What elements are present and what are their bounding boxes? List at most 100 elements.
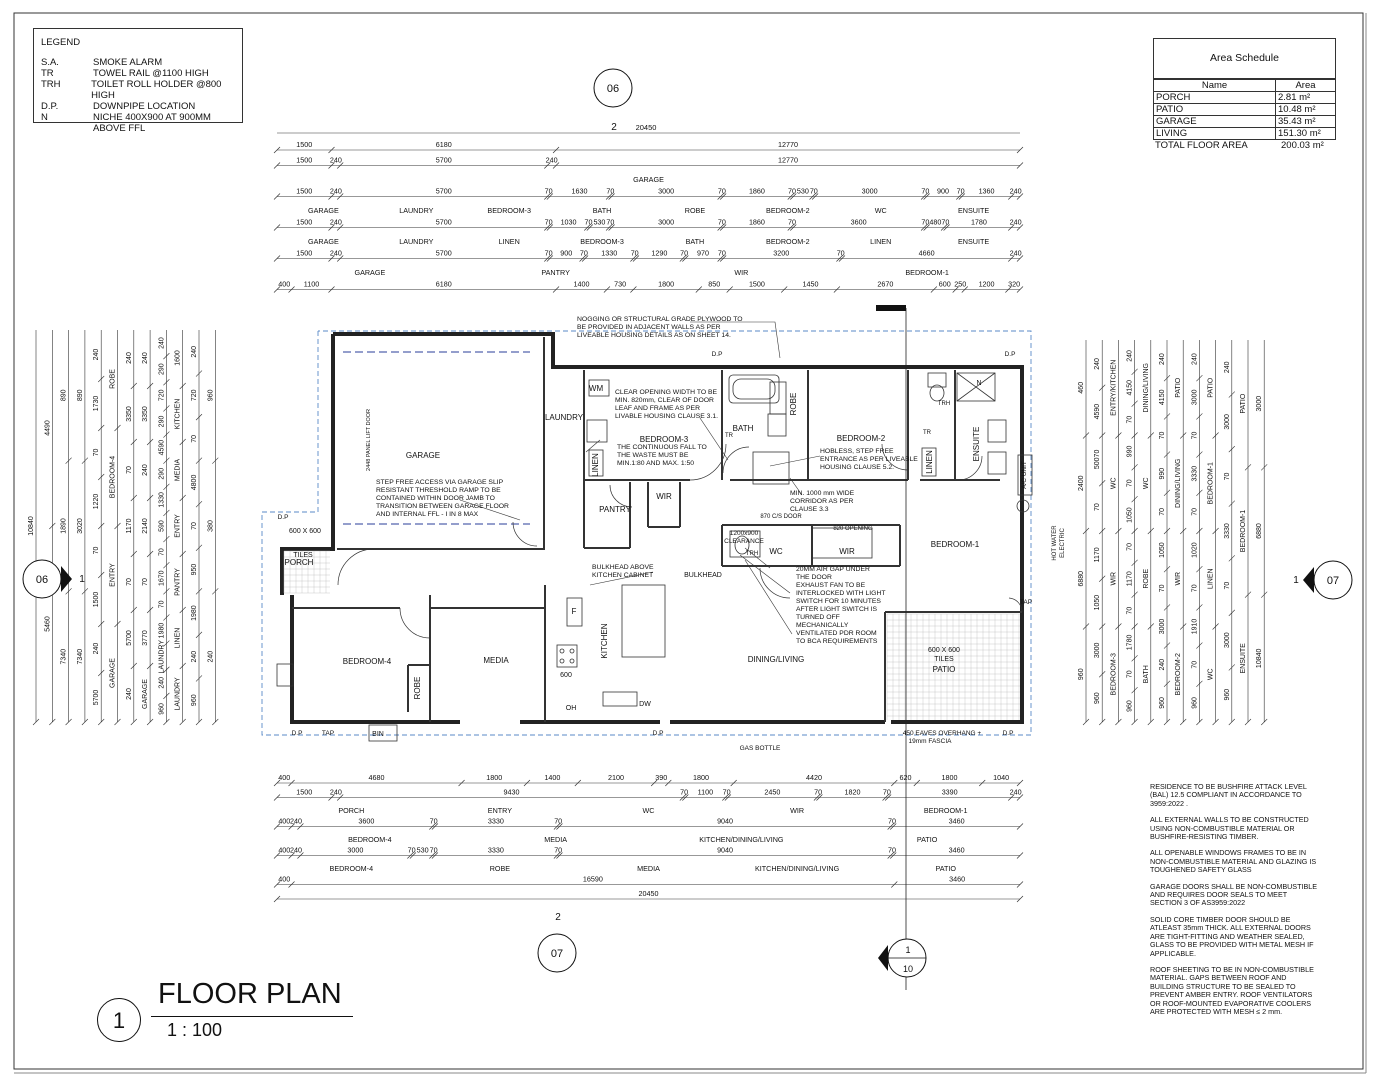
section-marker-bottom-right: 1 10 xyxy=(876,305,927,990)
dimension-room-label: BEDROOM-2 xyxy=(766,237,810,246)
dimension-value: 70 xyxy=(1159,432,1166,440)
dimension-value: 3330 xyxy=(1191,466,1198,482)
dimension-tick xyxy=(605,193,613,200)
label-dp-6: D.P xyxy=(1005,351,1016,358)
dimension-tick xyxy=(961,286,969,293)
dimension-value: 2140 xyxy=(142,518,149,534)
dimension-tick xyxy=(49,522,56,530)
leader-lines xyxy=(459,321,821,635)
dimension-value: 70 xyxy=(191,522,198,530)
label-eaves-2: 19mm FASCIA xyxy=(909,738,953,745)
dimension-value: 9040 xyxy=(717,846,733,855)
dimension-value: 70 xyxy=(680,249,688,258)
dimension-value: 6880 xyxy=(1256,523,1263,539)
annotation-clear-opening: MIN. 820mm, CLEAR OF DOOR xyxy=(615,397,714,404)
dimension-room-label: BEDROOM-1 xyxy=(924,806,968,815)
dimension-tick xyxy=(1131,718,1138,726)
dimension-tick xyxy=(288,779,295,787)
dimension-tick xyxy=(1179,432,1187,439)
dimension-tick xyxy=(889,852,897,859)
annotation-hobless: ENTRANCE AS PER LIVEABLE xyxy=(820,456,918,463)
dimension-tick xyxy=(887,823,894,830)
dimension-value: 250 xyxy=(954,280,966,289)
dimension-tick xyxy=(923,224,930,231)
dimension-value: 70 xyxy=(580,249,588,258)
annotation-air-gap: AFTER LIGHT SWITCH IS xyxy=(796,606,878,613)
dimension-tick xyxy=(679,794,687,801)
dimension-value: 240 xyxy=(158,677,165,689)
dimension-value: 5700 xyxy=(436,249,452,258)
room-kitchen: KITCHEN xyxy=(600,623,609,658)
dimension-value: 1860 xyxy=(749,218,765,227)
dimension-value: 5700 xyxy=(93,690,100,706)
dimension-tick xyxy=(97,571,105,579)
dimension-value: 5460 xyxy=(44,616,51,632)
annotation-hobless: HOBLESS, STEP FREE xyxy=(820,448,894,455)
dimension-tick xyxy=(409,852,417,859)
dimension-value: 10840 xyxy=(1256,648,1263,668)
dimension-tick xyxy=(1115,718,1122,726)
dimension-tick xyxy=(1212,527,1219,535)
svg-text:2: 2 xyxy=(611,122,617,133)
dimension-tick xyxy=(288,823,295,830)
area-total-value: 200.03 m² xyxy=(1281,140,1324,151)
area-total-label: TOTAL FLOOR AREA xyxy=(1155,140,1248,151)
dimension-value: KITCHEN xyxy=(175,399,182,430)
label-dp-1: D.P xyxy=(292,730,303,737)
dimension-tick xyxy=(958,193,966,200)
dimension-value: 730 xyxy=(614,280,626,289)
dimension-tick xyxy=(195,544,203,551)
svg-text:06: 06 xyxy=(607,83,619,95)
dimension-tick xyxy=(179,662,186,670)
dimension-value: ENTRY/KITCHEN xyxy=(1110,360,1117,416)
dimension-tick xyxy=(882,794,889,801)
label-wm: WM xyxy=(589,384,604,393)
dimension-value: 70 xyxy=(718,218,726,227)
dimension-tick xyxy=(195,631,203,639)
dimension-tick xyxy=(930,286,938,293)
dimension-tick xyxy=(179,606,186,614)
dimension-tick xyxy=(1016,779,1024,787)
dimension-tick xyxy=(920,193,928,200)
label-tap-2: TAP xyxy=(1020,599,1032,606)
dimension-value: 70 xyxy=(1127,416,1134,424)
dimension-tick xyxy=(1228,555,1236,562)
dimension-value: 3600 xyxy=(358,817,374,826)
dimension-tick xyxy=(273,823,281,830)
label-tr: TR xyxy=(725,433,734,439)
dimension-tick xyxy=(1163,374,1171,382)
dimension-tick xyxy=(163,640,170,647)
label-600: 600 xyxy=(560,672,572,679)
dimension-room-label: BEDROOM-4 xyxy=(348,835,392,844)
dimension-tick xyxy=(1098,575,1106,582)
room-media: MEDIA xyxy=(483,656,509,665)
dimension-value: 70 xyxy=(430,846,438,855)
dimension-tick xyxy=(552,146,560,154)
dimension-tick xyxy=(1016,146,1024,154)
dimension-tick xyxy=(163,588,170,595)
dimension-tick xyxy=(65,718,72,726)
dimension-value: 530 xyxy=(417,846,429,855)
dimension-value: 50070 xyxy=(1094,450,1101,470)
dimension-value: 1050 xyxy=(1127,507,1134,523)
dimension-value: 3460 xyxy=(949,875,965,884)
label-niche: N xyxy=(976,380,981,387)
dimension-value: 4420 xyxy=(806,773,822,782)
dimension-value: 720 xyxy=(191,389,198,401)
dimension-value: 240 xyxy=(290,846,302,855)
dimension-tick xyxy=(552,286,560,293)
dimension-tick xyxy=(722,794,729,801)
room-wir: WIR xyxy=(656,492,672,501)
dimension-tick xyxy=(146,438,154,446)
dimension-value: 3330 xyxy=(1224,523,1231,539)
dimension-tick xyxy=(130,718,138,726)
dimension-value: 970 xyxy=(697,249,709,258)
dimension-tick xyxy=(429,823,436,830)
dimension-tick xyxy=(1163,451,1171,458)
annotation-nogging: BE PROVIDED IN ADJACENT WALLS AS PER xyxy=(577,324,721,331)
svg-text:1: 1 xyxy=(905,945,910,955)
dimension-tick xyxy=(553,823,561,830)
dimension-room-label: LAUNDRY xyxy=(399,237,433,246)
